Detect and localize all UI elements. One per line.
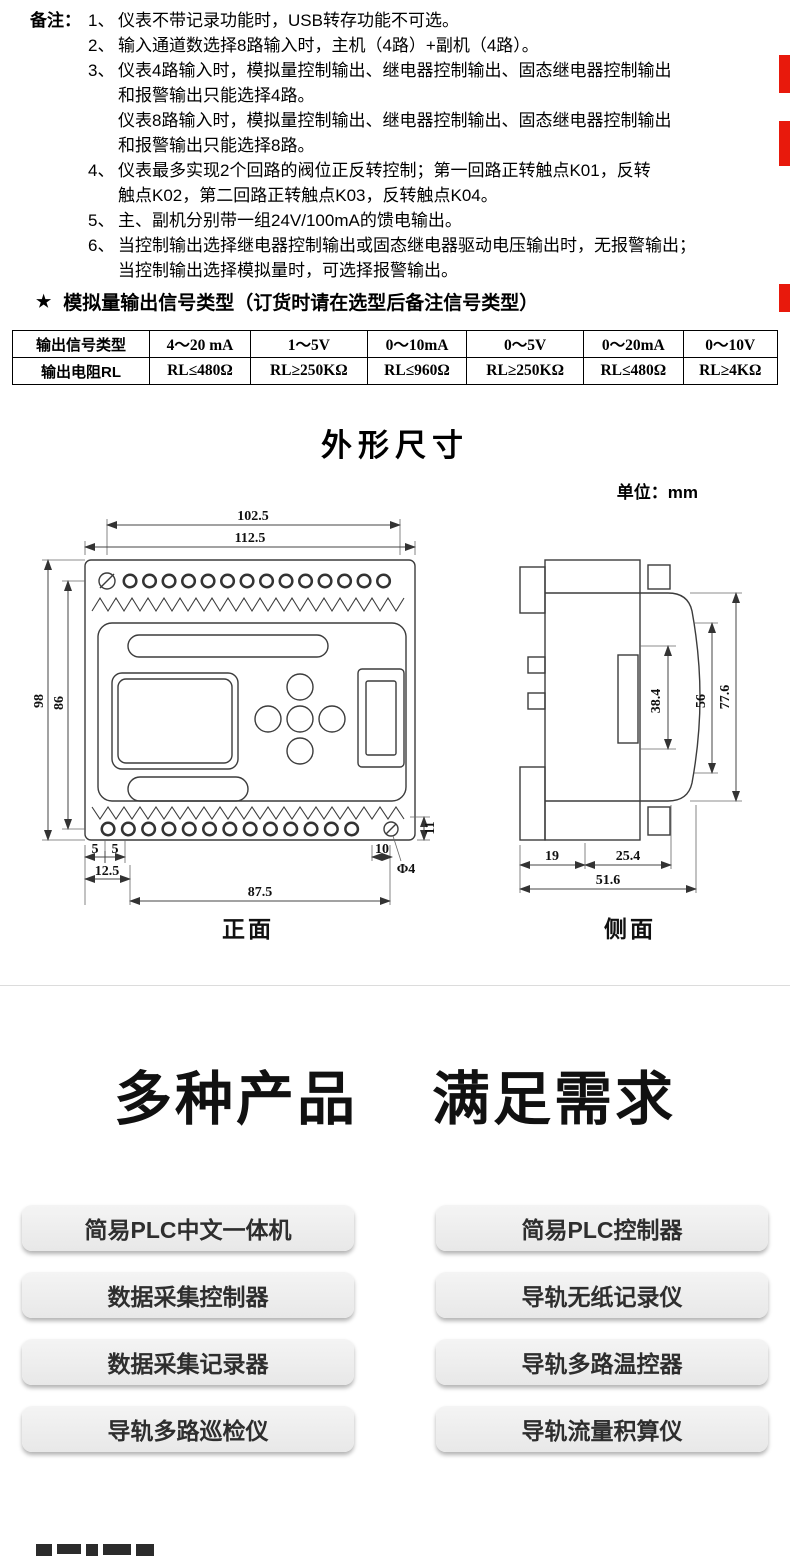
note-text: 仪表8路输入时，模拟量控制输出、继电器控制输出、固态继电器控制输出 [118, 111, 672, 130]
note-line: 备注： 1、 仪表不带记录功能时，USB转存功能不可选。 [30, 8, 776, 33]
note-text: 仪表不带记录功能时，USB转存功能不可选。 [118, 11, 459, 30]
side-dimensions: 38.4 56 77.6 19 25.4 51.6 [519, 592, 742, 893]
note-line: 和报警输出只能选择4路。 [30, 83, 776, 108]
analog-output-heading: ★ 模拟量输出信号类型（订货时请在选型后备注信号类型） [36, 288, 538, 315]
dim-label: 5 [112, 842, 119, 857]
dim-label: 98 [32, 694, 47, 708]
product-button[interactable]: 导轨多路温控器 [436, 1339, 768, 1385]
dim-label: 25.4 [616, 849, 641, 864]
dim-label: 11 [423, 821, 438, 834]
note-line: 2、 输入通道数选择8路输入时，主机（4路）+副机（4路）。 [30, 33, 776, 58]
front-view-drawing [84, 559, 416, 841]
note-text: 和报警输出只能选择8路。 [118, 136, 315, 155]
dim-label: 56 [694, 694, 709, 708]
note-line: 4、 仪表最多实现2个回路的阀位正反转控制；第一回路正转触点K01，反转 [30, 158, 776, 183]
dim-label: 10 [375, 842, 389, 857]
table-cell: 0～10V [682, 330, 778, 358]
dim-label: 51.6 [596, 873, 621, 888]
unit-label: 单位：mm [616, 483, 698, 502]
products-heading: 多种产品 满足需求 [0, 1052, 790, 1136]
note-line: 仪表8路输入时，模拟量控制输出、继电器控制输出、固态继电器控制输出 [30, 108, 776, 133]
table-row: 输出电阻RL RL≤480Ω RL≥250KΩ RL≤960Ω RL≥250KΩ… [12, 357, 778, 385]
dim-label: 86 [52, 696, 67, 710]
dim-label: 112.5 [235, 531, 266, 546]
products-heading-part: 满足需求 [432, 1067, 677, 1132]
product-button[interactable]: 导轨无纸记录仪 [436, 1272, 768, 1318]
product-button[interactable]: 导轨多路巡检仪 [22, 1406, 354, 1452]
table-cell: RL≤480Ω [149, 357, 251, 385]
note-line: 3、 仪表4路输入时，模拟量控制输出、继电器控制输出、固态继电器控制输出 [30, 58, 776, 83]
table-cell: RL≥250KΩ [249, 357, 368, 385]
table-header-cell: 输出信号类型 [12, 330, 150, 358]
signal-type-table: 输出信号类型 4～20 mA 1～5V 0～10mA 0～5V 0～20mA 0… [12, 330, 778, 385]
table-cell: 4～20 mA [149, 330, 251, 358]
dimensions-title: 外形尺寸 [321, 428, 469, 463]
product-button-grid: 简易PLC中文一体机 简易PLC控制器 数据采集控制器 导轨无纸记录仪 数据采集… [22, 1205, 768, 1452]
table-cell: 0～20mA [583, 330, 684, 358]
product-button[interactable]: 数据采集控制器 [22, 1272, 354, 1318]
table-header-cell: 输出电阻RL [12, 357, 150, 385]
note-line: 当控制输出选择模拟量时，可选择报警输出。 [30, 258, 776, 283]
notes-section: 备注： 1、 仪表不带记录功能时，USB转存功能不可选。 2、 输入通道数选择8… [30, 8, 776, 283]
note-text: 和报警输出只能选择4路。 [118, 86, 315, 105]
front-dimensions: 102.5 112.5 98 86 5 5 12.5 87.5 10 Φ4 11 [32, 509, 438, 905]
note-text: 当控制输出选择模拟量时，可选择报警输出。 [118, 261, 458, 280]
section-divider [0, 985, 790, 986]
red-edge-marker [779, 284, 790, 312]
table-row: 输出信号类型 4～20 mA 1～5V 0～10mA 0～5V 0～20mA 0… [12, 330, 778, 358]
table-cell: 1～5V [249, 330, 368, 358]
side-view-drawing [519, 559, 701, 841]
note-line: 和报警输出只能选择8路。 [30, 133, 776, 158]
notes-label: 备注： [30, 11, 81, 30]
side-view-label: 侧面 [604, 916, 656, 942]
table-cell: 0～5V [466, 330, 585, 358]
cropped-next-section [36, 1544, 154, 1556]
product-button[interactable]: 简易PLC控制器 [436, 1205, 768, 1251]
analog-output-title: 模拟量输出信号类型（订货时请在选型后备注信号类型） [63, 293, 539, 314]
front-view-label: 正面 [222, 916, 274, 942]
dim-label: 19 [545, 849, 559, 864]
dim-label: 77.6 [718, 685, 733, 710]
dimension-drawings: 102.5 112.5 98 86 5 5 12.5 87.5 10 Φ4 11 [32, 509, 742, 942]
note-text: 当控制输出选择继电器控制输出或固态继电器驱动电压输出时，无报警输出； [118, 236, 696, 255]
star-icon: ★ [36, 291, 52, 311]
note-text: 仪表4路输入时，模拟量控制输出、继电器控制输出、固态继电器控制输出 [118, 61, 672, 80]
note-text: 仪表最多实现2个回路的阀位正反转控制；第一回路正转触点K01，反转 [118, 161, 651, 180]
note-text: 触点K02，第二回路正转触点K03，反转触点K04。 [118, 186, 498, 205]
dim-label: 87.5 [248, 885, 273, 900]
note-line: 6、 当控制输出选择继电器控制输出或固态继电器驱动电压输出时，无报警输出； [30, 233, 776, 258]
red-edge-marker [779, 121, 790, 166]
table-cell: RL≤960Ω [366, 357, 468, 385]
product-button[interactable]: 导轨流量积算仪 [436, 1406, 768, 1452]
dim-label: Φ4 [397, 862, 416, 877]
table-cell: RL≥4KΩ [682, 357, 778, 385]
red-edge-marker [779, 55, 790, 93]
dim-label: 5 [92, 842, 99, 857]
note-text: 输入通道数选择8路输入时，主机（4路）+副机（4路）。 [118, 36, 539, 55]
note-text: 主、副机分别带一组24V/100mA的馈电输出。 [118, 211, 462, 230]
table-cell: RL≤480Ω [583, 357, 684, 385]
dim-label: 12.5 [95, 864, 120, 879]
products-heading-part: 多种产品 [113, 1067, 358, 1132]
dim-label: 102.5 [237, 509, 269, 524]
product-button[interactable]: 简易PLC中文一体机 [22, 1205, 354, 1251]
product-button[interactable]: 数据采集记录器 [22, 1339, 354, 1385]
note-line: 5、 主、副机分别带一组24V/100mA的馈电输出。 [30, 208, 776, 233]
note-line: 触点K02，第二回路正转触点K03，反转触点K04。 [30, 183, 776, 208]
dim-label: 38.4 [649, 689, 664, 714]
table-cell: RL≥250KΩ [466, 357, 585, 385]
table-cell: 0～10mA [366, 330, 468, 358]
